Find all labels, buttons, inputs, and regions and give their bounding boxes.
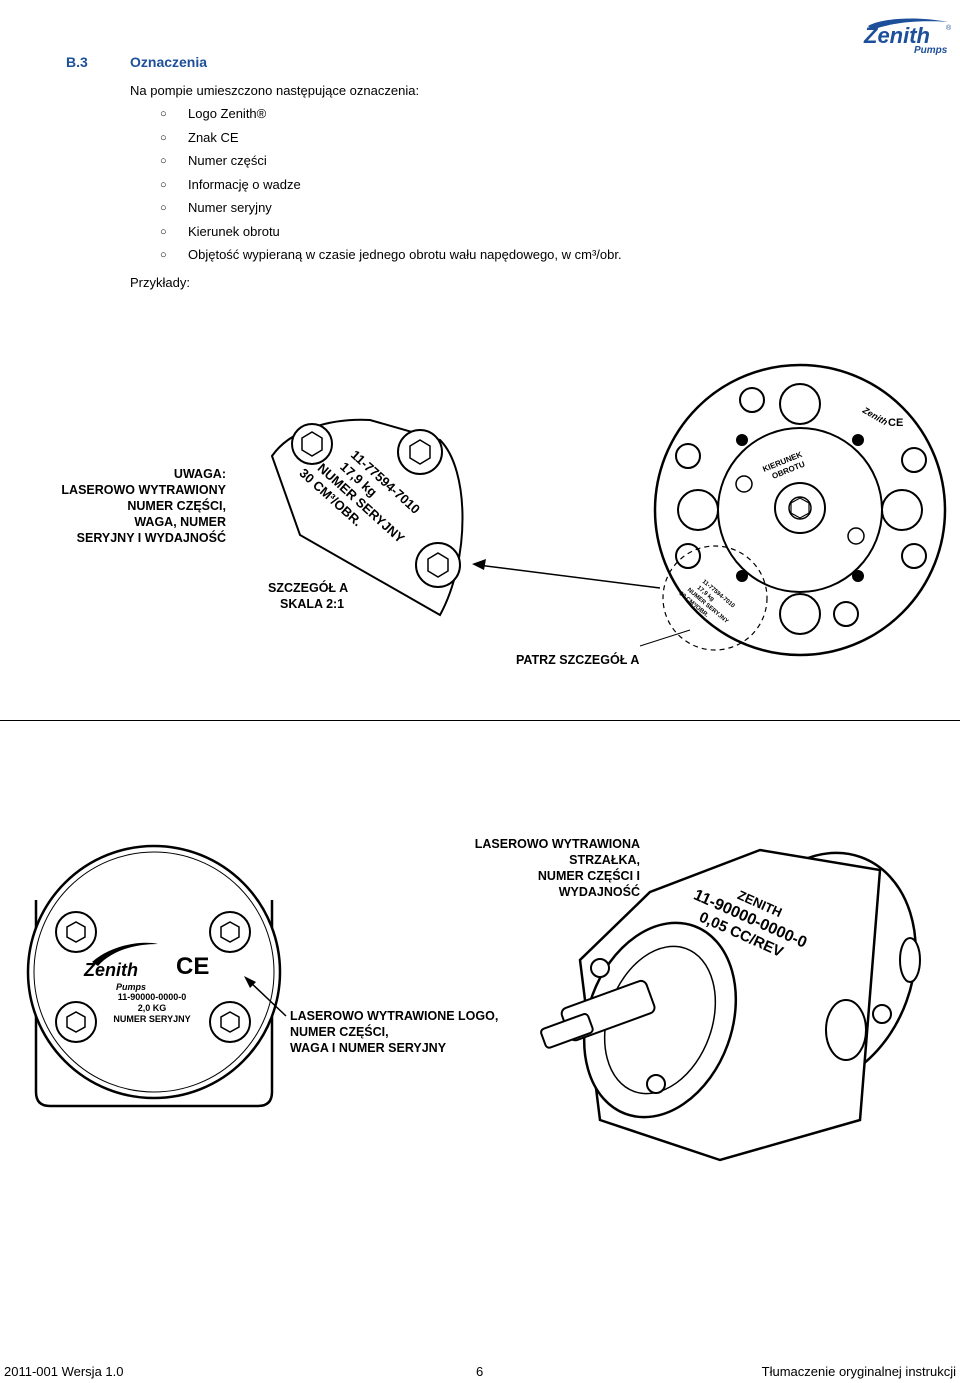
bolt-head-icon [55, 1001, 97, 1043]
examples-label: Przykłady: [130, 275, 190, 290]
svg-text:LASEROWO WYTRAWIONY: LASEROWO WYTRAWIONY [61, 483, 226, 497]
section-divider [0, 720, 960, 721]
list-item: ○Objętość wypieraną w czasie jednego obr… [160, 247, 622, 262]
svg-text:WAGA, NUMER: WAGA, NUMER [134, 515, 226, 529]
bolt-head-icon [901, 447, 927, 473]
bullet-circle-icon: ○ [160, 108, 167, 120]
bolt-head-icon [675, 443, 701, 469]
detail-label: SZCZEGÓŁ A [268, 580, 348, 595]
logo-reg: ® [946, 24, 952, 32]
leader-line [247, 979, 287, 1017]
svg-text:NUMER CZĘŚCI,: NUMER CZĘŚCI, [290, 1024, 389, 1039]
svg-text:NUMER SERYJNY: NUMER SERYJNY [113, 1014, 190, 1024]
pump-engraving: 11-90000-0000-0 [118, 992, 187, 1002]
footer-page-number: 6 [476, 1364, 484, 1379]
bolt-head-icon [415, 542, 461, 588]
section-title: Oznaczenia [130, 54, 208, 70]
svg-text:NUMER CZĘŚCI,: NUMER CZĘŚCI, [127, 498, 226, 513]
bolt-head-icon [833, 601, 859, 627]
logo-sub: Pumps [914, 45, 948, 56]
bolt-head-icon [901, 543, 927, 569]
svg-text:WYDAJNOŚĆ: WYDAJNOŚĆ [559, 884, 640, 899]
ce-mark: CE [176, 953, 209, 980]
pump-front-drawing: KIERUNEK OBROTU CE Zenith 11-77594-7010 … [653, 363, 947, 657]
svg-text:Pumps: Pumps [116, 982, 146, 992]
list-item: ○Kierunek obrotu [160, 223, 280, 239]
bolt-head-icon [397, 429, 443, 475]
intro-text: Na pompie umieszczono następujące oznacz… [130, 83, 420, 98]
bolt-head-icon [209, 911, 251, 953]
arrow-callout: LASEROWO WYTRAWIONA STRZAŁKA, NUMER CZĘŚ… [475, 837, 640, 899]
list-item: ○Informację o wadze [160, 176, 301, 192]
detail-a-drawing: 11-77594-7010 17,9 kg NUMER SERYJNY 30 C… [268, 418, 464, 617]
bolt-head-icon [590, 958, 610, 978]
logo-callout: LASEROWO WYTRAWIONE LOGO, NUMER CZĘŚCI, … [290, 1009, 498, 1055]
logo-word: Zenith [863, 23, 930, 48]
bullet-circle-icon: ○ [160, 202, 167, 214]
footer-translation: Tłumaczenie oryginalnej instrukcji [761, 1364, 956, 1379]
pump-side-drawing: Zenith Pumps CE 11-90000-0000-0 2,0 KG N… [26, 844, 282, 1108]
svg-text:2,0 KG: 2,0 KG [138, 1003, 167, 1013]
list-item: ○Logo Zenith® [160, 106, 267, 121]
svg-text:WAGA I NUMER SERYJNY: WAGA I NUMER SERYJNY [290, 1041, 447, 1055]
bolt-head-icon [872, 1004, 892, 1024]
ce-mark: CE [888, 417, 903, 429]
list-item: ○Numer seryjny [160, 200, 272, 215]
bolt-head-icon [646, 1074, 666, 1094]
markings-list: ○Logo Zenith® ○Znak CE ○Numer części ○In… [160, 106, 622, 271]
arrow-head-icon [472, 559, 486, 570]
bullet-circle-icon: ○ [160, 178, 167, 191]
svg-text:LASEROWO WYTRAWIONE LOGO,: LASEROWO WYTRAWIONE LOGO, [290, 1009, 498, 1023]
figure-pump-views: Zenith Pumps CE 11-90000-0000-0 2,0 KG N… [26, 837, 921, 1162]
bolt-head-icon [291, 423, 333, 465]
detail-scale: SKALA 2:1 [280, 597, 344, 611]
leader-line [477, 564, 661, 589]
bolt-head-icon [55, 911, 97, 953]
footer-version: 2011-001 Wersja 1.0 [4, 1364, 124, 1379]
list-item: ○Numer części [160, 153, 267, 168]
bullet-circle-icon: ○ [160, 155, 167, 167]
see-detail-label: PATRZ SZCZEGÓŁ A [516, 652, 639, 667]
pump-isometric-drawing: ZENITH 11-90000-0000-0 0,05 CC/REV [540, 848, 921, 1162]
list-item: ○Znak CE [160, 129, 239, 145]
svg-text:STRZAŁKA,: STRZAŁKA, [569, 853, 640, 867]
bullet-circle-icon: ○ [160, 249, 167, 261]
logo-swoosh [868, 18, 948, 30]
svg-text:SERYJNY I WYDAJNOŚĆ: SERYJNY I WYDAJNOŚĆ [77, 530, 226, 545]
leader-line [639, 629, 691, 647]
svg-text:UWAGA:: UWAGA: [174, 467, 226, 481]
detail-circle [662, 545, 768, 651]
svg-text:LASEROWO WYTRAWIONA: LASEROWO WYTRAWIONA [475, 837, 640, 851]
svg-text:NUMER CZĘŚCI I: NUMER CZĘŚCI I [538, 868, 640, 883]
bullet-circle-icon: ○ [160, 225, 167, 238]
warning-callout: UWAGA: LASEROWO WYTRAWIONY NUMER CZĘŚCI,… [61, 467, 226, 545]
section-number: B.3 [66, 54, 88, 70]
zenith-logo-etched: Zenith [83, 960, 138, 980]
arrow-head-icon [244, 976, 256, 988]
bolt-head-icon [675, 543, 701, 569]
bolt-head-icon [209, 1001, 251, 1043]
zenith-logo: Zenith ® Pumps [863, 18, 952, 56]
bolt-head-icon [739, 387, 765, 413]
bullet-circle-icon: ○ [160, 131, 167, 144]
detail-engraving: 11-77594-7010 17,9 kg NUMER SERYJNY 30 C… [297, 447, 423, 546]
figure-front-view: UWAGA: LASEROWO WYTRAWIONY NUMER CZĘŚCI,… [61, 363, 947, 667]
